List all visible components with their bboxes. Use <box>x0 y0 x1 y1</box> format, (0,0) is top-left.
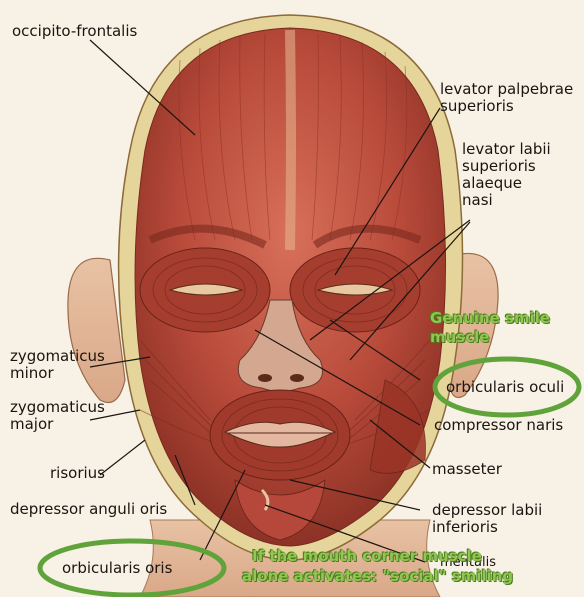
label-orbicularis-oris: orbicularis oris <box>62 559 172 577</box>
label-depressor-anguli-oris: depressor anguli oris <box>10 500 167 518</box>
label-zygomaticus-major-2: major <box>10 415 53 433</box>
label-levator-labii-1: levator labii <box>462 140 551 158</box>
label-levator-palpebrae-1: levator palpebrae <box>440 80 573 98</box>
label-zygomaticus-major-1: zygomaticus <box>10 398 105 416</box>
annotation-social-smile-1: If the mouth corner muscle <box>252 547 482 565</box>
label-zygomaticus-minor-1: zygomaticus <box>10 347 105 365</box>
label-depressor-labii-1: depressor labii <box>432 501 542 519</box>
label-zygomaticus-minor-2: minor <box>10 364 54 382</box>
label-levator-labii-2: superioris <box>462 157 536 175</box>
left-ear-shape <box>68 258 125 402</box>
annotation-genuine-smile-1: Genuine smile <box>430 309 550 327</box>
label-masseter: masseter <box>432 460 502 478</box>
annotation-social-smile-2: alone activates: "social" smiling <box>242 567 513 585</box>
label-risorius: risorius <box>50 464 105 482</box>
label-levator-labii-4: nasi <box>462 191 493 209</box>
label-compressor-naris: compressor naris <box>434 416 563 434</box>
label-occipito-frontalis: occipito-frontalis <box>12 22 137 40</box>
label-levator-palpebrae-2: superioris <box>440 97 514 115</box>
label-orbicularis-oculi: orbicularis oculi <box>446 378 564 396</box>
annotation-genuine-smile-2: muscle <box>430 328 489 346</box>
label-depressor-labii-2: inferioris <box>432 518 498 536</box>
label-levator-labii-3: alaeque <box>462 174 522 192</box>
